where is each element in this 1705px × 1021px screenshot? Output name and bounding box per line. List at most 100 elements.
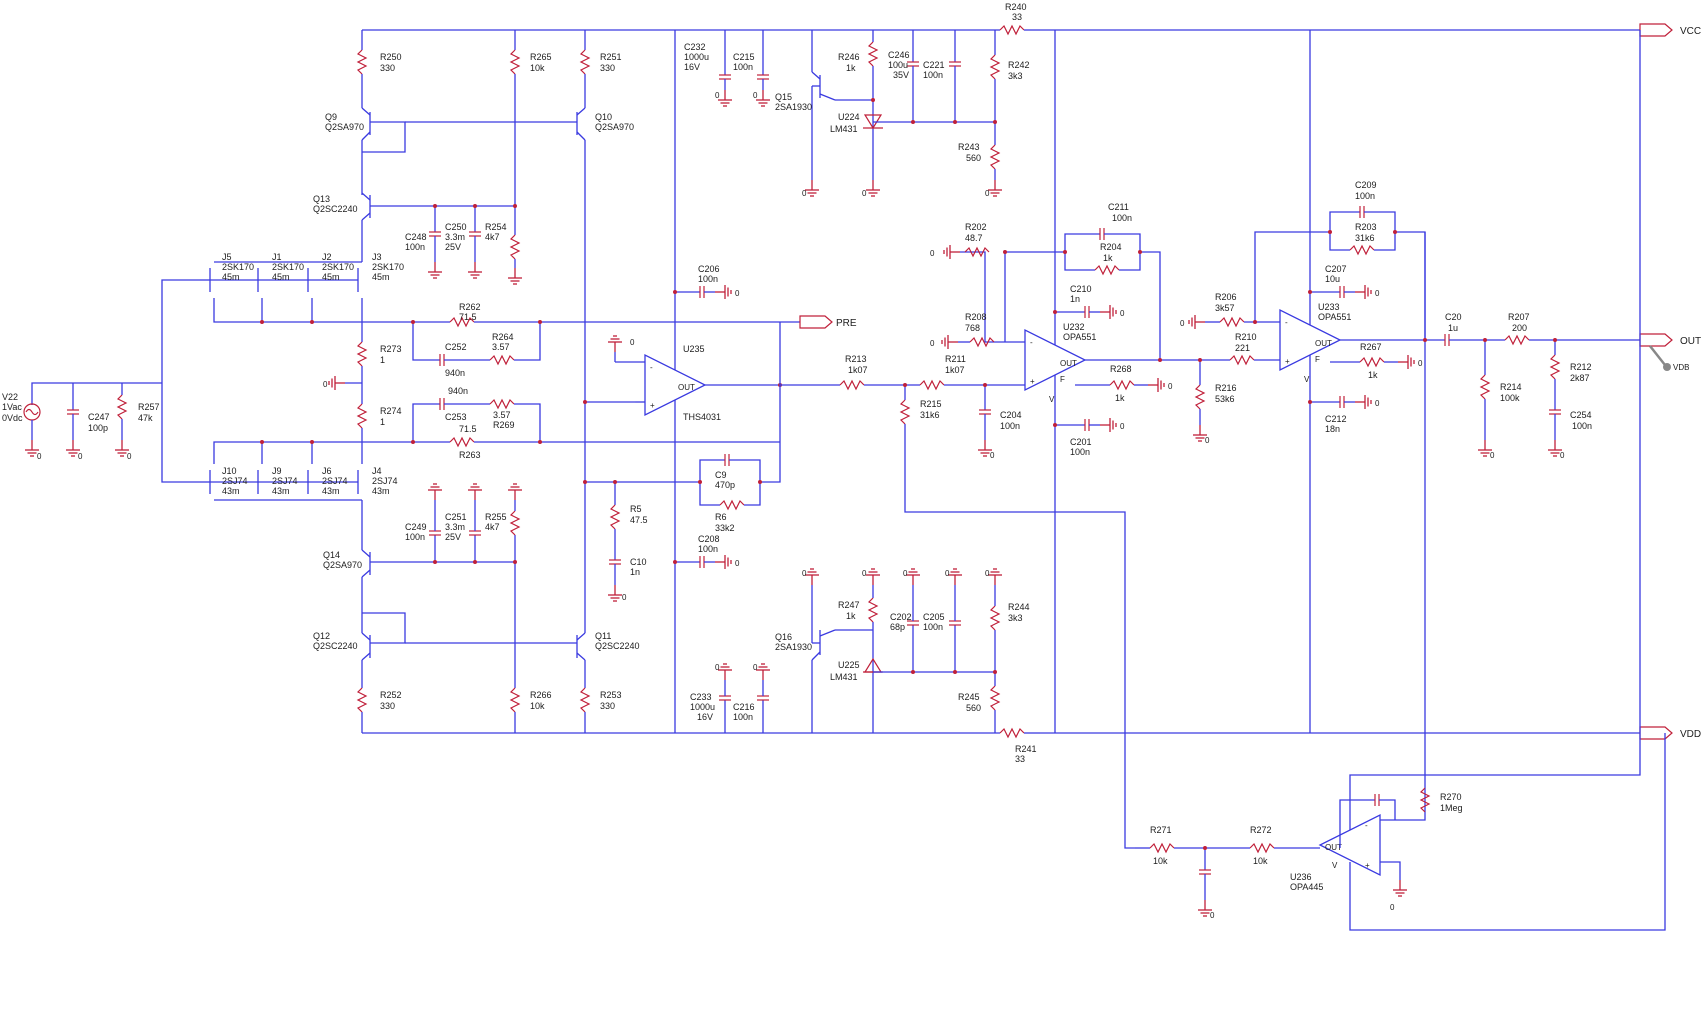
svg-text:0: 0 <box>862 189 867 198</box>
svg-text:J1: J1 <box>272 252 282 262</box>
svg-text:0: 0 <box>715 91 720 100</box>
svg-text:100n: 100n <box>1112 213 1132 223</box>
svg-text:J2: J2 <box>322 252 332 262</box>
lower-feedback-network: 71.5 R263 940n C253 3.57 R269 <box>362 386 780 460</box>
svg-text:0: 0 <box>930 339 935 348</box>
svg-text:0: 0 <box>1180 319 1185 328</box>
v22-value-ac: 1Vac <box>2 402 22 412</box>
svg-text:100n: 100n <box>698 274 718 284</box>
svg-text:C232: C232 <box>684 42 706 52</box>
svg-text:0: 0 <box>622 593 627 602</box>
svg-text:-: - <box>650 363 653 372</box>
svg-text:R274: R274 <box>380 406 402 416</box>
svg-text:0: 0 <box>945 569 950 578</box>
svg-text:2k87: 2k87 <box>1570 373 1590 383</box>
svg-text:C207: C207 <box>1325 264 1347 274</box>
svg-text:470p: 470p <box>715 480 735 490</box>
svg-text:+: + <box>1365 861 1370 870</box>
svg-text:J5: J5 <box>222 252 232 262</box>
svg-text:OPA551: OPA551 <box>1063 332 1096 342</box>
svg-text:R6: R6 <box>715 512 727 522</box>
svg-text:C252: C252 <box>445 342 467 352</box>
svg-text:Q12: Q12 <box>313 631 330 641</box>
svg-text:OUT: OUT <box>678 383 695 392</box>
svg-text:+: + <box>650 401 655 410</box>
svg-text:2SK170: 2SK170 <box>222 262 254 272</box>
svg-text:V: V <box>1049 395 1055 404</box>
svg-text:J6: J6 <box>322 466 332 476</box>
svg-text:0: 0 <box>1210 911 1215 920</box>
svg-text:C251: C251 <box>445 512 467 522</box>
svg-text:R213: R213 <box>845 354 867 364</box>
svg-text:221: 221 <box>1235 343 1250 353</box>
svg-text:0: 0 <box>985 189 990 198</box>
svg-text:100n: 100n <box>698 544 718 554</box>
svg-text:Q11: Q11 <box>595 631 611 641</box>
svg-text:100n: 100n <box>923 622 943 632</box>
jfet-n-array: J5 2SK170 45m J1 2SK170 45m J2 2SK170 45… <box>200 252 404 324</box>
svg-text:C20: C20 <box>1445 312 1462 322</box>
svg-text:1k: 1k <box>1115 393 1125 403</box>
svg-text:100k: 100k <box>1500 393 1520 403</box>
svg-text:R273: R273 <box>380 344 402 354</box>
svg-text:Q2SC2240: Q2SC2240 <box>313 204 358 214</box>
svg-text:940n: 940n <box>445 368 465 378</box>
svg-text:R206: R206 <box>1215 292 1237 302</box>
svg-text:0: 0 <box>630 338 635 347</box>
vcc-label: VCC <box>1680 26 1701 37</box>
svg-text:0: 0 <box>735 289 740 298</box>
svg-text:LM431: LM431 <box>830 124 858 134</box>
svg-text:25V: 25V <box>445 532 461 542</box>
svg-text:100n: 100n <box>1572 421 1592 431</box>
svg-text:25V: 25V <box>445 242 461 252</box>
svg-text:0: 0 <box>862 569 867 578</box>
svg-text:U235: U235 <box>683 344 705 354</box>
svg-text:200: 200 <box>1512 323 1527 333</box>
svg-text:35V: 35V <box>893 70 909 80</box>
svg-text:0: 0 <box>1168 382 1173 391</box>
svg-text:C208: C208 <box>698 534 720 544</box>
svg-text:0: 0 <box>1490 451 1495 460</box>
svg-text:100n: 100n <box>1070 447 1090 457</box>
svg-text:0: 0 <box>753 663 758 672</box>
svg-text:F: F <box>1315 355 1320 364</box>
svg-text:33k2: 33k2 <box>715 523 735 533</box>
svg-text:1k: 1k <box>1368 370 1378 380</box>
svg-text:C205: C205 <box>923 612 945 622</box>
svg-text:R257: R257 <box>138 402 160 412</box>
svg-text:0: 0 <box>802 189 807 198</box>
svg-text:C253: C253 <box>445 412 467 422</box>
svg-text:C246: C246 <box>888 50 910 60</box>
svg-text:45m: 45m <box>322 272 340 282</box>
svg-text:2SK170: 2SK170 <box>272 262 304 272</box>
svg-text:100n: 100n <box>1355 191 1375 201</box>
svg-text:Q15: Q15 <box>775 92 792 102</box>
svg-text:C9: C9 <box>715 470 727 480</box>
c247: C247 100p 0 <box>65 383 110 461</box>
svg-text:100n: 100n <box>405 532 425 542</box>
svg-text:2SA1930: 2SA1930 <box>775 102 812 112</box>
svg-text:45m: 45m <box>272 272 290 282</box>
svg-text:Q10: Q10 <box>595 112 612 122</box>
svg-text:C206: C206 <box>698 264 720 274</box>
right-column: R251 330 Q10 Q2SA970 Q11 Q2SC2240 R253 3… <box>405 30 640 733</box>
svg-text:R266: R266 <box>530 690 552 700</box>
svg-text:J3: J3 <box>372 252 382 262</box>
svg-text:0: 0 <box>735 559 740 568</box>
svg-text:3.57: 3.57 <box>493 410 511 420</box>
svg-text:3.3m: 3.3m <box>445 522 465 532</box>
svg-text:R267: R267 <box>1360 342 1382 352</box>
servo-stage: R270 1Meg R271 10k 0 R272 10k - + OUT U2… <box>1135 30 1666 931</box>
svg-text:940n: 940n <box>448 386 468 396</box>
u235-feedback: C9 470p R6 33k2 R5 47.5 C10 1n 0 <box>607 322 781 602</box>
svg-text:R247: R247 <box>838 600 860 610</box>
svg-text:0: 0 <box>1375 399 1380 408</box>
svg-text:0: 0 <box>1120 309 1125 318</box>
svg-text:1000u: 1000u <box>684 52 709 62</box>
svg-text:OUT: OUT <box>1680 336 1701 347</box>
svg-text:100n: 100n <box>733 62 753 72</box>
svg-text:R240: R240 <box>1005 2 1027 12</box>
svg-text:R255: R255 <box>485 512 507 522</box>
svg-text:1k07: 1k07 <box>945 365 965 375</box>
svg-text:OUT: OUT <box>1060 359 1077 368</box>
